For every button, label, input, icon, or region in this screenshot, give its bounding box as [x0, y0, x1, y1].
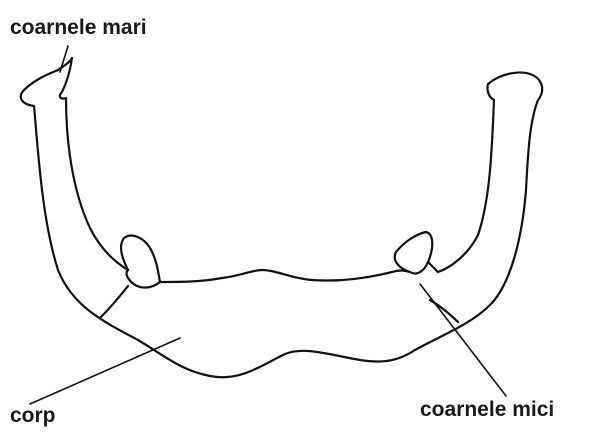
label-body: corp — [10, 405, 56, 426]
left-lesser-horn — [121, 236, 160, 288]
leader-line-greater-horns — [60, 46, 68, 72]
hyoid-outer-contour — [21, 70, 542, 377]
right-lesser-horn — [395, 232, 433, 274]
leader-line-body — [30, 338, 180, 404]
left-greater-horn-inner-edge — [58, 58, 128, 270]
hyoid-body-upper-border — [160, 270, 410, 282]
label-greater-horns: coarnele mari — [10, 17, 147, 38]
left-body-horn-junction — [100, 286, 128, 318]
right-lesser-horn-junction — [428, 262, 438, 272]
label-lesser-horns: coarnele mici — [420, 399, 554, 420]
